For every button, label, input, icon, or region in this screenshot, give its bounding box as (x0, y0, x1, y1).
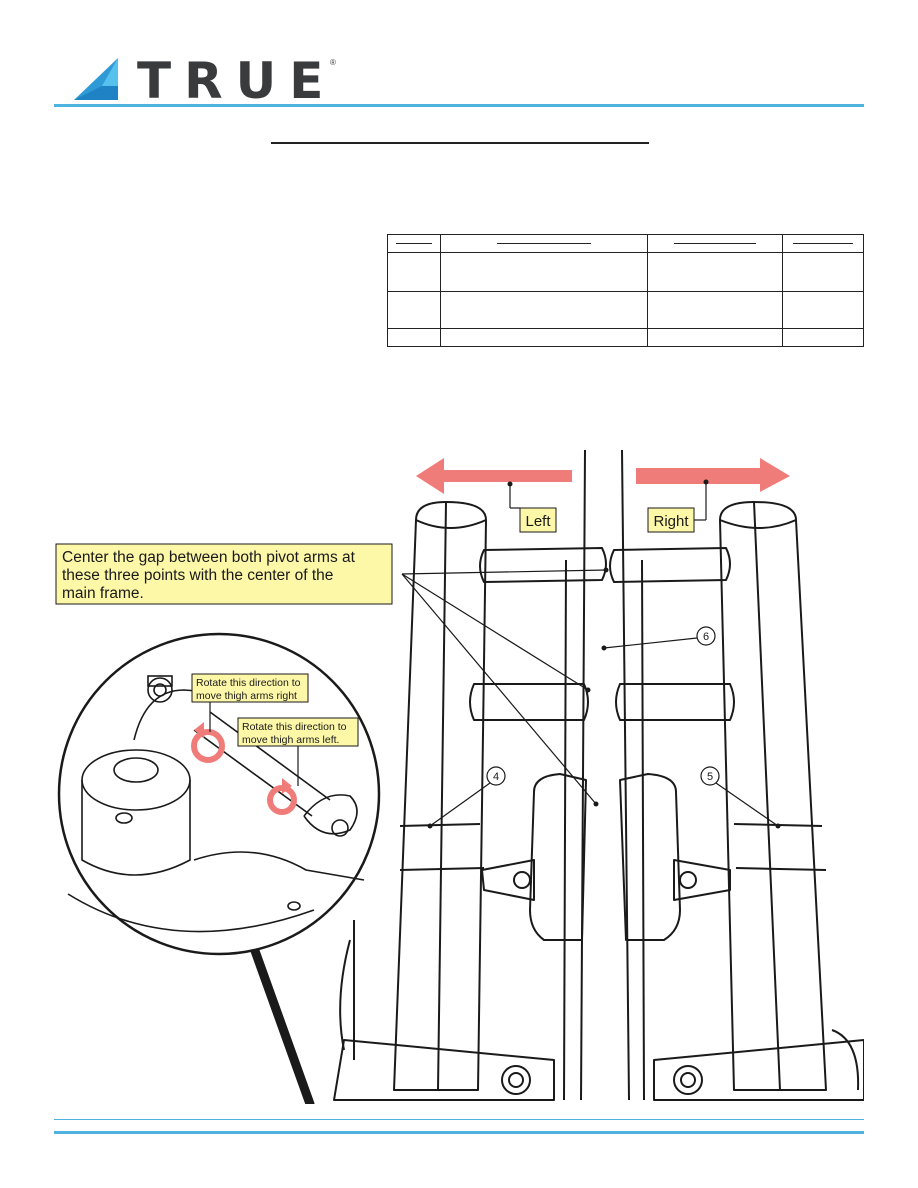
rotate-right-line1: Rotate this direction to (196, 677, 301, 689)
table-row (387, 252, 865, 292)
header-rule (54, 104, 864, 107)
callout-5: 5 (707, 771, 713, 783)
callout-6: 6 (703, 631, 709, 643)
right-label: Right (653, 513, 689, 530)
table-header-row (387, 234, 865, 253)
header-underline (496, 243, 591, 244)
table-row (387, 291, 865, 329)
header-underline (792, 243, 853, 244)
center-note-line1: Center the gap between both pivot arms a… (62, 549, 356, 566)
center-note-line3: main frame. (62, 585, 144, 602)
footer-rule-thin (54, 1119, 864, 1120)
center-note-line2: these three points with the center of th… (62, 567, 333, 584)
pivot-arm-alignment-diagram: Left Right Center the gap between both p… (55, 449, 864, 1104)
callout-4: 4 (493, 771, 499, 783)
detail-magnifier: Rotate this direction to move thigh arms… (57, 632, 381, 956)
rotate-right-icon (191, 722, 225, 763)
rotate-left-line2: move thigh arms left. (242, 734, 339, 746)
logo-triangle-icon (74, 58, 118, 100)
rotate-left-line1: Rotate this direction to (242, 721, 347, 733)
logo-wordmark: TRUE (137, 52, 337, 110)
header-underline (396, 243, 432, 244)
true-logo: TRUE ® (74, 52, 344, 110)
left-label: Left (525, 513, 551, 530)
header-underline (673, 243, 756, 244)
left-arrow-icon (416, 458, 572, 494)
table-row (387, 328, 865, 347)
rotate-left-icon (267, 778, 297, 815)
registered-mark: ® (330, 58, 336, 67)
right-arrow-icon (636, 458, 790, 492)
rotate-right-line2: move thigh arms right (196, 690, 297, 702)
parts-table (387, 234, 865, 347)
section-title-underline (271, 142, 649, 144)
footer-rule-thick (54, 1131, 864, 1134)
